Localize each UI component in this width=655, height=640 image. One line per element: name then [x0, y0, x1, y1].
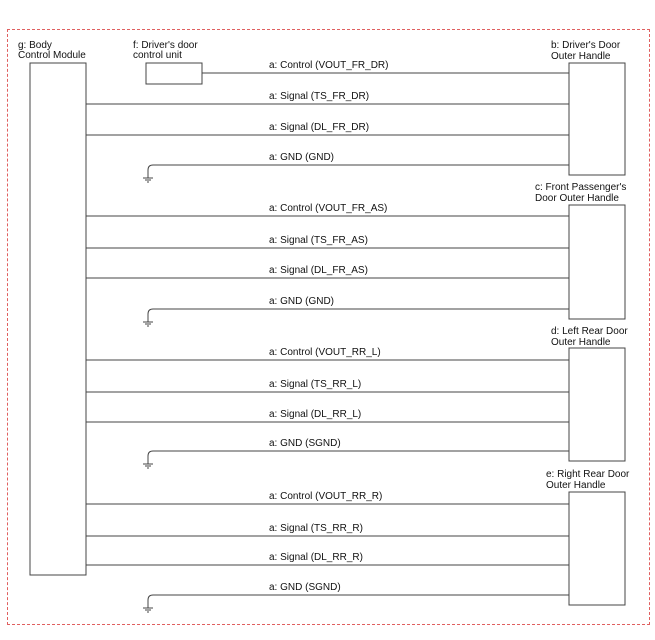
ground-icon — [143, 318, 153, 327]
wires-layer: a: Control (VOUT_FR_DR) a: Signal (TS_FR_… — [86, 60, 569, 613]
diagram-frame — [7, 29, 650, 625]
front-passenger-door-handle-box — [568, 204, 626, 320]
right-rear-handle-label-line1: e: Right Rear Door — [546, 469, 630, 480]
wire-label: a: Signal (TS_FR_AS) — [269, 235, 368, 246]
wire-label: a: Control (VOUT_RR_R) — [269, 491, 382, 502]
wire-label: a: Signal (TS_RR_L) — [269, 379, 361, 390]
left-rear-handle-label-line2: Outer Handle — [551, 337, 611, 348]
driver-handle-label-line1: b: Driver's Door — [551, 40, 621, 51]
wire-label: a: GND (SGND) — [269, 438, 341, 449]
right-rear-door-handle-box — [568, 491, 626, 606]
driver-door-cu-label-line1: f: Driver's door — [133, 40, 198, 51]
bcm-label-line2: Control Module — [18, 50, 86, 61]
ground-icon — [143, 460, 153, 469]
left-rear-door-handle-box — [568, 347, 626, 462]
wire-label: a: Signal (TS_RR_R) — [269, 523, 363, 534]
wire-label: a: Control (VOUT_RR_L) — [269, 347, 381, 358]
wire-label: a: GND (GND) — [269, 296, 334, 307]
body-control-module-box — [29, 62, 87, 576]
ground-icon — [143, 604, 153, 613]
driver-door-handle-box — [568, 62, 626, 176]
ground-wire — [147, 308, 569, 318]
ground-icon — [143, 174, 153, 183]
ground-wire — [147, 594, 569, 604]
left-rear-handle-label-line1: d: Left Rear Door — [551, 326, 628, 337]
driver-door-cu-label-line2: control unit — [133, 50, 182, 61]
wire-label: a: GND (GND) — [269, 152, 334, 163]
right-rear-handle-label-line2: Outer Handle — [546, 480, 606, 491]
wire-label: a: Signal (DL_FR_AS) — [269, 265, 368, 276]
wire-label: a: Signal (DL_RR_R) — [269, 552, 363, 563]
wire-label: a: Signal (DL_FR_DR) — [269, 122, 369, 133]
driver-handle-label-line2: Outer Handle — [551, 51, 611, 62]
wire-label: a: Control (VOUT_FR_AS) — [269, 203, 387, 214]
wire-label: a: Signal (DL_RR_L) — [269, 409, 361, 420]
wire-label: a: GND (SGND) — [269, 582, 341, 593]
front-pass-handle-label-line1: c: Front Passenger's — [535, 182, 626, 193]
ground-wire — [147, 164, 569, 174]
ground-wire — [147, 450, 569, 460]
bcm-label-line1: g: Body — [18, 40, 52, 51]
front-pass-handle-label-line2: Door Outer Handle — [535, 193, 619, 204]
wire-label: a: Signal (TS_FR_DR) — [269, 91, 369, 102]
wire-label: a: Control (VOUT_FR_DR) — [269, 60, 388, 71]
driver-door-control-unit-box — [145, 62, 203, 85]
